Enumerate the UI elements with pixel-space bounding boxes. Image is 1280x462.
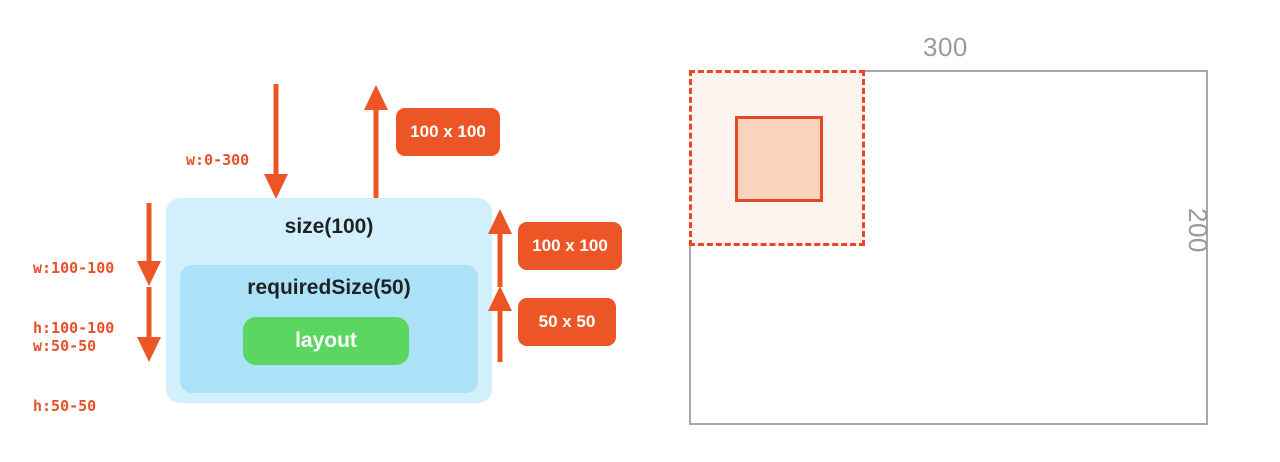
constraint-width-text: w:50-50	[33, 337, 97, 355]
constraint-label-size-to-required: w:100-100 h:100-100	[33, 218, 114, 378]
layout-button[interactable]: layout	[243, 317, 409, 365]
viewport-width-label: 300	[923, 32, 968, 62]
size-box-label: size(100)	[284, 215, 374, 238]
constraint-height-text: h:100-100	[33, 319, 115, 337]
arrow-down-required-to-layout	[137, 287, 161, 362]
arrow-up-measured-outer	[364, 85, 388, 201]
arrow-down-size-to-required	[137, 203, 161, 286]
required-size-box: requiredSize(50) layout	[180, 265, 478, 393]
arrow-up-measured-required	[488, 286, 512, 362]
size-box: size(100) requiredSize(50) layout	[166, 198, 492, 403]
constraint-height-text: h:50-50	[33, 397, 97, 415]
size-region-dashed	[689, 70, 865, 246]
arrow-down-incoming-constraint	[264, 84, 288, 199]
arrow-up-measured-size	[488, 209, 512, 287]
size-badge-measured-outer-top: 100 x 100	[396, 108, 500, 156]
constraint-width-text: w:0-300	[186, 151, 250, 169]
size-badge-measured-required: 50 x 50	[518, 298, 616, 346]
constraint-label-required-to-layout: w:50-50 h:50-50	[33, 296, 96, 456]
size-badge-measured-size: 100 x 100	[518, 222, 622, 270]
required-size-region-solid	[735, 116, 823, 202]
constraint-width-text: w:100-100	[33, 259, 115, 277]
viewport-height-label: 200	[1183, 208, 1213, 253]
required-size-box-label: requiredSize(50)	[247, 276, 411, 299]
